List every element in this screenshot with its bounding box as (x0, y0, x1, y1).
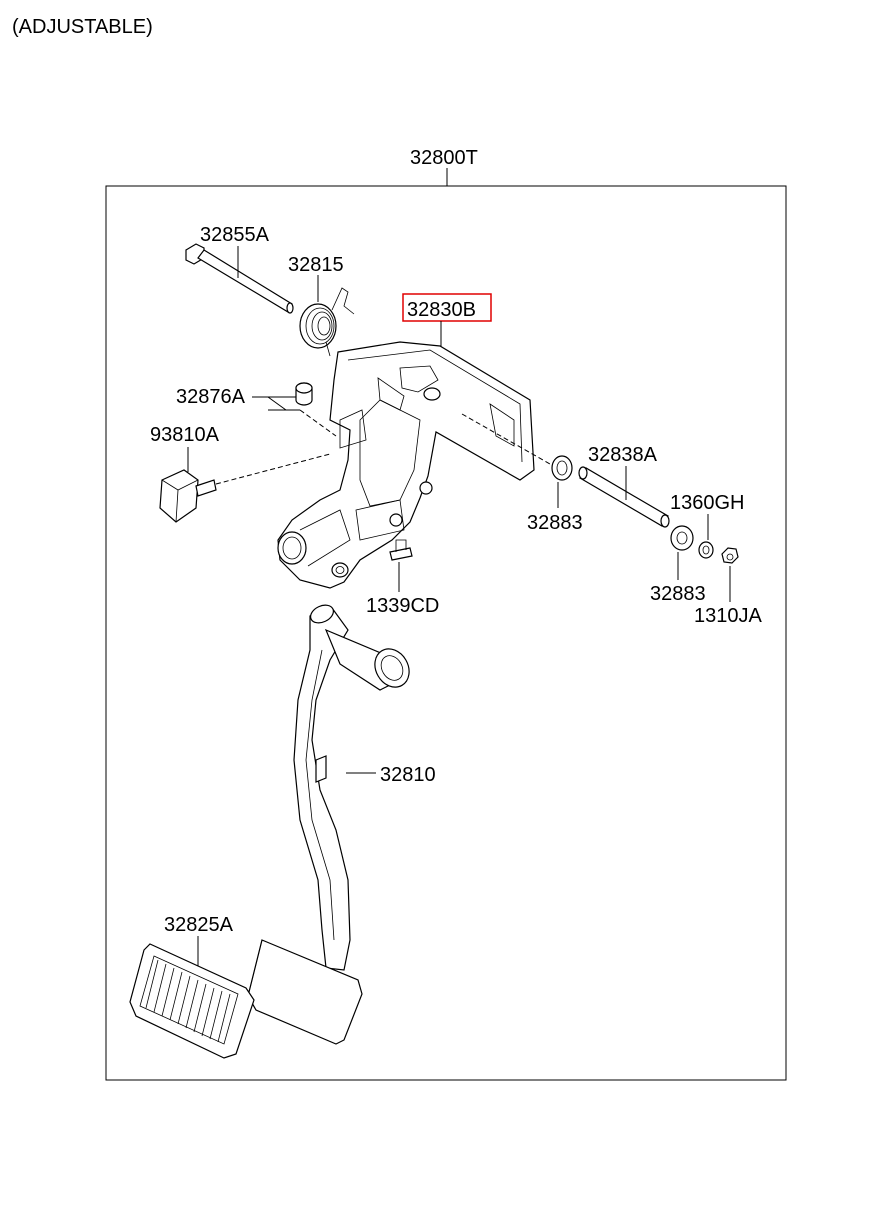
label-32825A: 32825A (164, 914, 234, 936)
bushing-32883-upper (551, 455, 573, 481)
pivot-pin-32838A (578, 466, 670, 528)
pedal-pad-32825A (129, 943, 255, 1059)
label-32838A: 32838A (588, 444, 658, 466)
bolt-32855A (185, 243, 294, 314)
label-1360GH: 1360GH (670, 492, 745, 514)
pedal-arm-32810 (293, 604, 410, 971)
assembly-frame (105, 185, 787, 1081)
stop-switch-93810A (159, 469, 217, 523)
label-32855A: 32855A (200, 224, 270, 246)
spring-32815 (299, 287, 355, 357)
washer-1360GH (698, 541, 714, 559)
label-32800T: 32800T (410, 147, 478, 169)
variant-note: (ADJUSTABLE) (12, 16, 153, 38)
label-32876A: 32876A (176, 386, 246, 408)
nut-1310JA (721, 547, 739, 564)
label-32810: 32810 (380, 764, 436, 786)
highlight-box-32830B[interactable] (402, 293, 492, 322)
label-32883-lower: 32883 (650, 583, 706, 605)
label-93810A: 93810A (150, 424, 220, 446)
bushing-32883-lower (670, 525, 694, 551)
label-32830B[interactable]: 32830B (407, 299, 476, 321)
stopper-32876A (295, 382, 313, 406)
label-1310JA: 1310JA (694, 605, 762, 627)
clip-1339CD (389, 539, 413, 561)
pedal-bracket-32830B (277, 341, 535, 589)
label-32815: 32815 (288, 254, 344, 276)
label-1339CD: 1339CD (366, 595, 439, 617)
label-32883-upper: 32883 (527, 512, 583, 534)
